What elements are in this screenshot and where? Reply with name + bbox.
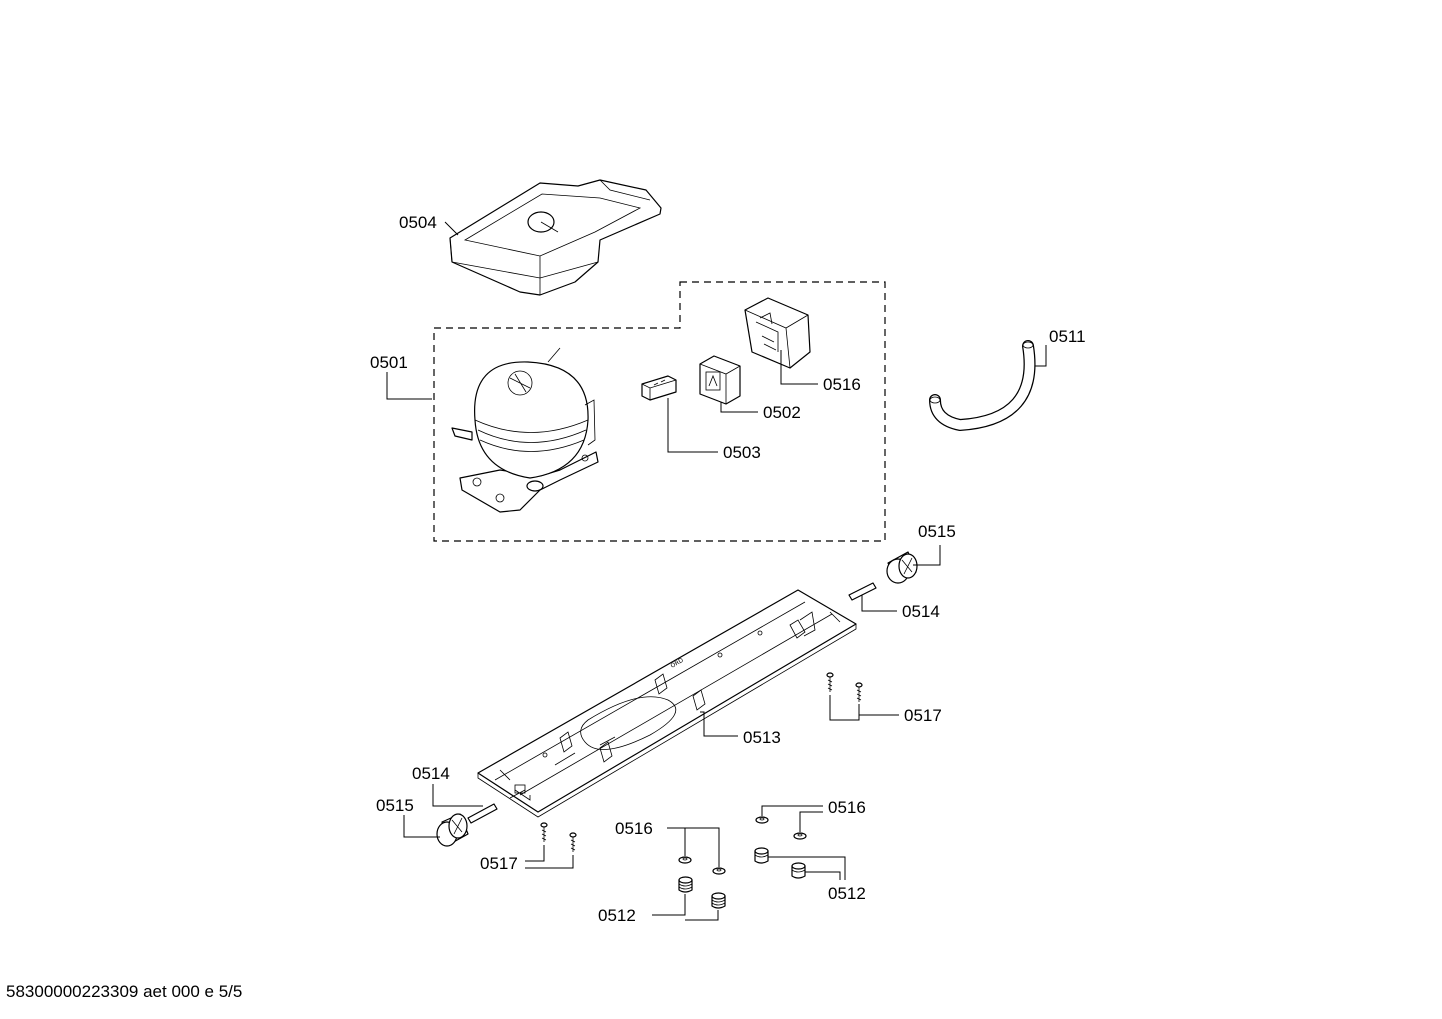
base-frame-part: ORD — [477, 589, 857, 818]
label-0504: 0504 — [399, 213, 437, 232]
label-0503: 0503 — [723, 443, 761, 462]
washer-center-b-part — [712, 867, 726, 875]
grommet-right-b-part — [791, 862, 806, 879]
label-0501: 0501 — [370, 353, 408, 372]
washer-right-a-part — [755, 816, 769, 824]
leader-0516-right — [761, 805, 823, 816]
label-0516-top: 0516 — [823, 375, 861, 394]
label-0516-center: 0516 — [615, 819, 653, 838]
leader-0512-right — [768, 856, 846, 880]
leader-0516-top — [780, 350, 818, 385]
leader-0512-center — [652, 894, 686, 916]
grommet-center-a-part — [678, 876, 693, 893]
pin-right-part — [848, 582, 877, 601]
starter-relay-part — [641, 375, 677, 401]
thermal-protector-part — [699, 355, 741, 405]
leader-0517-right — [829, 695, 860, 721]
screw-right-b-part — [855, 682, 863, 702]
label-0514-left: 0514 — [412, 764, 450, 783]
leader-0503 — [667, 398, 718, 453]
washer-center-a-part — [678, 856, 692, 864]
label-0515-left: 0515 — [376, 796, 414, 815]
compressor-part — [451, 347, 599, 513]
label-0515-right: 0515 — [918, 522, 956, 541]
screw-right-a-part — [826, 672, 834, 692]
label-0512-center: 0512 — [598, 906, 636, 925]
document-footer-code: 58300000223309 aet 000 e 5/5 — [6, 982, 243, 1001]
label-0512-right: 0512 — [828, 884, 866, 903]
label-0516-right: 0516 — [828, 798, 866, 817]
label-0502: 0502 — [763, 403, 801, 422]
label-0511: 0511 — [1049, 327, 1086, 346]
leader-0516-right-b — [799, 811, 823, 832]
leader-0513 — [700, 711, 738, 737]
leader-0515-left — [403, 815, 440, 838]
terminal-cover-part — [744, 297, 811, 369]
rubber-foot-left-part — [436, 813, 469, 847]
leader-0514-left — [432, 784, 483, 807]
pin-left-part — [467, 803, 498, 824]
screw-left-b-part — [569, 832, 577, 852]
leader-0501 — [386, 372, 432, 400]
leader-0517-left — [525, 845, 545, 862]
leader-0515-right — [913, 545, 941, 566]
leader-0511 — [1035, 345, 1047, 367]
rubber-foot-right-part — [886, 551, 918, 584]
grommet-right-a-part — [754, 847, 769, 864]
leader-0504 — [444, 221, 459, 236]
screw-left-a-part — [540, 822, 548, 842]
label-0514-right: 0514 — [902, 602, 940, 621]
leader-0512-center-b — [685, 910, 719, 921]
leader-0512-right-b — [805, 871, 841, 880]
leader-0514-right — [861, 595, 897, 612]
compressor-group-frame — [433, 281, 886, 542]
label-0513: 0513 — [743, 728, 781, 747]
drip-tray-part — [449, 179, 662, 296]
leader-0516-center — [667, 827, 720, 867]
leader-0502 — [720, 402, 758, 413]
label-0517-left: 0517 — [480, 854, 518, 873]
hose-part — [929, 340, 1036, 432]
washer-right-b-part — [793, 832, 807, 840]
label-0517-right: 0517 — [904, 706, 942, 725]
leader-0517-left-b — [525, 855, 574, 869]
grommet-center-b-part — [711, 892, 726, 909]
